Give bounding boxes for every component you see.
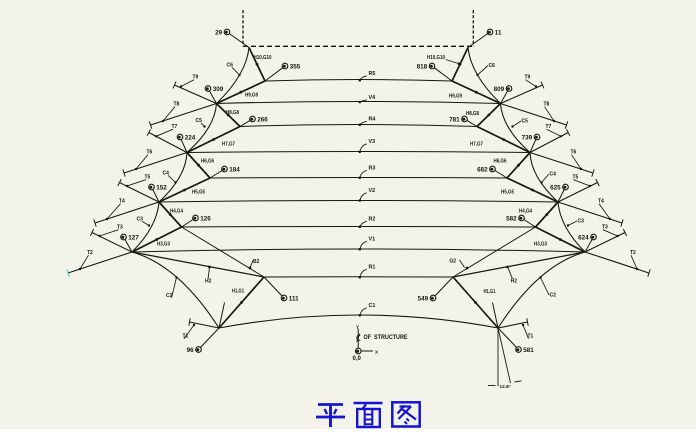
- svg-text:T6: T6: [147, 150, 153, 156]
- svg-text:Y: Y: [356, 325, 359, 330]
- svg-text:29: 29: [215, 29, 223, 36]
- svg-text:809: 809: [494, 86, 505, 93]
- svg-text:309: 309: [213, 86, 224, 93]
- svg-text:355: 355: [290, 63, 301, 70]
- svg-text:126: 126: [200, 215, 211, 222]
- svg-text:818: 818: [417, 63, 428, 70]
- svg-text:H7,G7: H7,G7: [470, 142, 483, 148]
- svg-text:H1,G1: H1,G1: [232, 289, 244, 295]
- svg-text:H1,G1: H1,G1: [484, 289, 496, 295]
- svg-text:H8,G8: H8,G8: [226, 110, 239, 116]
- svg-text:C2: C2: [550, 293, 557, 299]
- svg-text:H9,G9: H9,G9: [449, 94, 462, 100]
- svg-text:C5: C5: [196, 118, 203, 124]
- svg-text:T7: T7: [172, 124, 178, 130]
- svg-text:682: 682: [477, 166, 488, 173]
- svg-text:H3,G3: H3,G3: [157, 242, 170, 248]
- svg-text:R3: R3: [369, 166, 376, 172]
- svg-text:T5: T5: [145, 175, 151, 181]
- svg-text:C4: C4: [163, 171, 170, 177]
- svg-text:H6,G6: H6,G6: [494, 159, 507, 165]
- svg-text:C3: C3: [137, 217, 144, 223]
- svg-text:582: 582: [506, 215, 517, 222]
- svg-text:R4: R4: [369, 117, 376, 123]
- svg-text:C2: C2: [166, 293, 173, 299]
- svg-text:C3: C3: [578, 219, 585, 225]
- svg-text:184: 184: [229, 166, 240, 173]
- svg-text:V4: V4: [369, 95, 376, 101]
- svg-text:T3: T3: [117, 225, 123, 231]
- svg-text:H5,G5: H5,G5: [192, 190, 205, 196]
- svg-text:H6,G6: H6,G6: [201, 159, 214, 165]
- svg-text:96: 96: [187, 347, 195, 354]
- svg-text:H10,G10: H10,G10: [254, 55, 272, 61]
- svg-text:C4: C4: [550, 172, 557, 178]
- svg-text:625: 625: [550, 184, 561, 191]
- svg-text:T1: T1: [528, 334, 534, 340]
- svg-text:H10,G10: H10,G10: [427, 55, 445, 61]
- svg-text:T4: T4: [119, 199, 125, 205]
- svg-text:X: X: [375, 349, 379, 354]
- svg-text:C6: C6: [489, 63, 496, 69]
- svg-text:T2: T2: [87, 250, 93, 256]
- svg-text:T5: T5: [573, 175, 579, 181]
- svg-text:152: 152: [156, 184, 167, 191]
- svg-text:R2: R2: [369, 217, 376, 223]
- svg-text:B2: B2: [253, 259, 260, 265]
- svg-text:T9: T9: [525, 75, 531, 81]
- svg-text:224: 224: [185, 134, 196, 141]
- svg-text:581: 581: [523, 347, 534, 354]
- svg-text:739: 739: [522, 134, 533, 141]
- svg-text:G2: G2: [449, 259, 456, 265]
- svg-text:V2: V2: [369, 188, 376, 194]
- svg-text:H3,G3: H3,G3: [534, 242, 547, 248]
- svg-text:V1: V1: [369, 237, 376, 243]
- svg-text:266: 266: [257, 116, 268, 123]
- svg-text:H4,G4: H4,G4: [170, 209, 183, 215]
- svg-text:OF STRUCTURE: OF STRUCTURE: [364, 334, 408, 341]
- svg-text:624: 624: [578, 234, 589, 241]
- svg-text:T7: T7: [546, 124, 552, 130]
- svg-text:781: 781: [449, 116, 460, 123]
- svg-text:T4: T4: [598, 199, 604, 205]
- svg-text:H9,G9: H9,G9: [245, 93, 258, 99]
- svg-text:V3: V3: [369, 139, 376, 145]
- svg-text:H4,G4: H4,G4: [519, 209, 532, 215]
- svg-text:11: 11: [495, 29, 502, 36]
- svg-text:12.8°: 12.8°: [500, 384, 511, 390]
- svg-text:549: 549: [418, 295, 429, 302]
- svg-text:C6: C6: [227, 63, 234, 69]
- svg-text:111: 111: [289, 295, 299, 302]
- svg-text:T6: T6: [571, 150, 577, 156]
- svg-text:127: 127: [128, 234, 139, 241]
- svg-text:T8: T8: [544, 102, 550, 108]
- svg-text:T3: T3: [602, 225, 608, 231]
- svg-text:T9: T9: [193, 75, 199, 81]
- svg-text:H2: H2: [205, 279, 212, 285]
- svg-text:T8: T8: [174, 102, 180, 108]
- svg-text:C5: C5: [522, 119, 529, 125]
- svg-text:R5: R5: [369, 71, 376, 77]
- svg-text:R1: R1: [369, 265, 376, 271]
- svg-text:H2: H2: [511, 279, 518, 285]
- svg-text:H5,G5: H5,G5: [501, 190, 514, 196]
- svg-text:C1: C1: [369, 303, 376, 309]
- svg-text:H8,G8: H8,G8: [466, 111, 479, 117]
- svg-text:0,0: 0,0: [353, 356, 362, 362]
- svg-text:T2: T2: [630, 250, 636, 256]
- svg-text:H7,G7: H7,G7: [222, 142, 235, 148]
